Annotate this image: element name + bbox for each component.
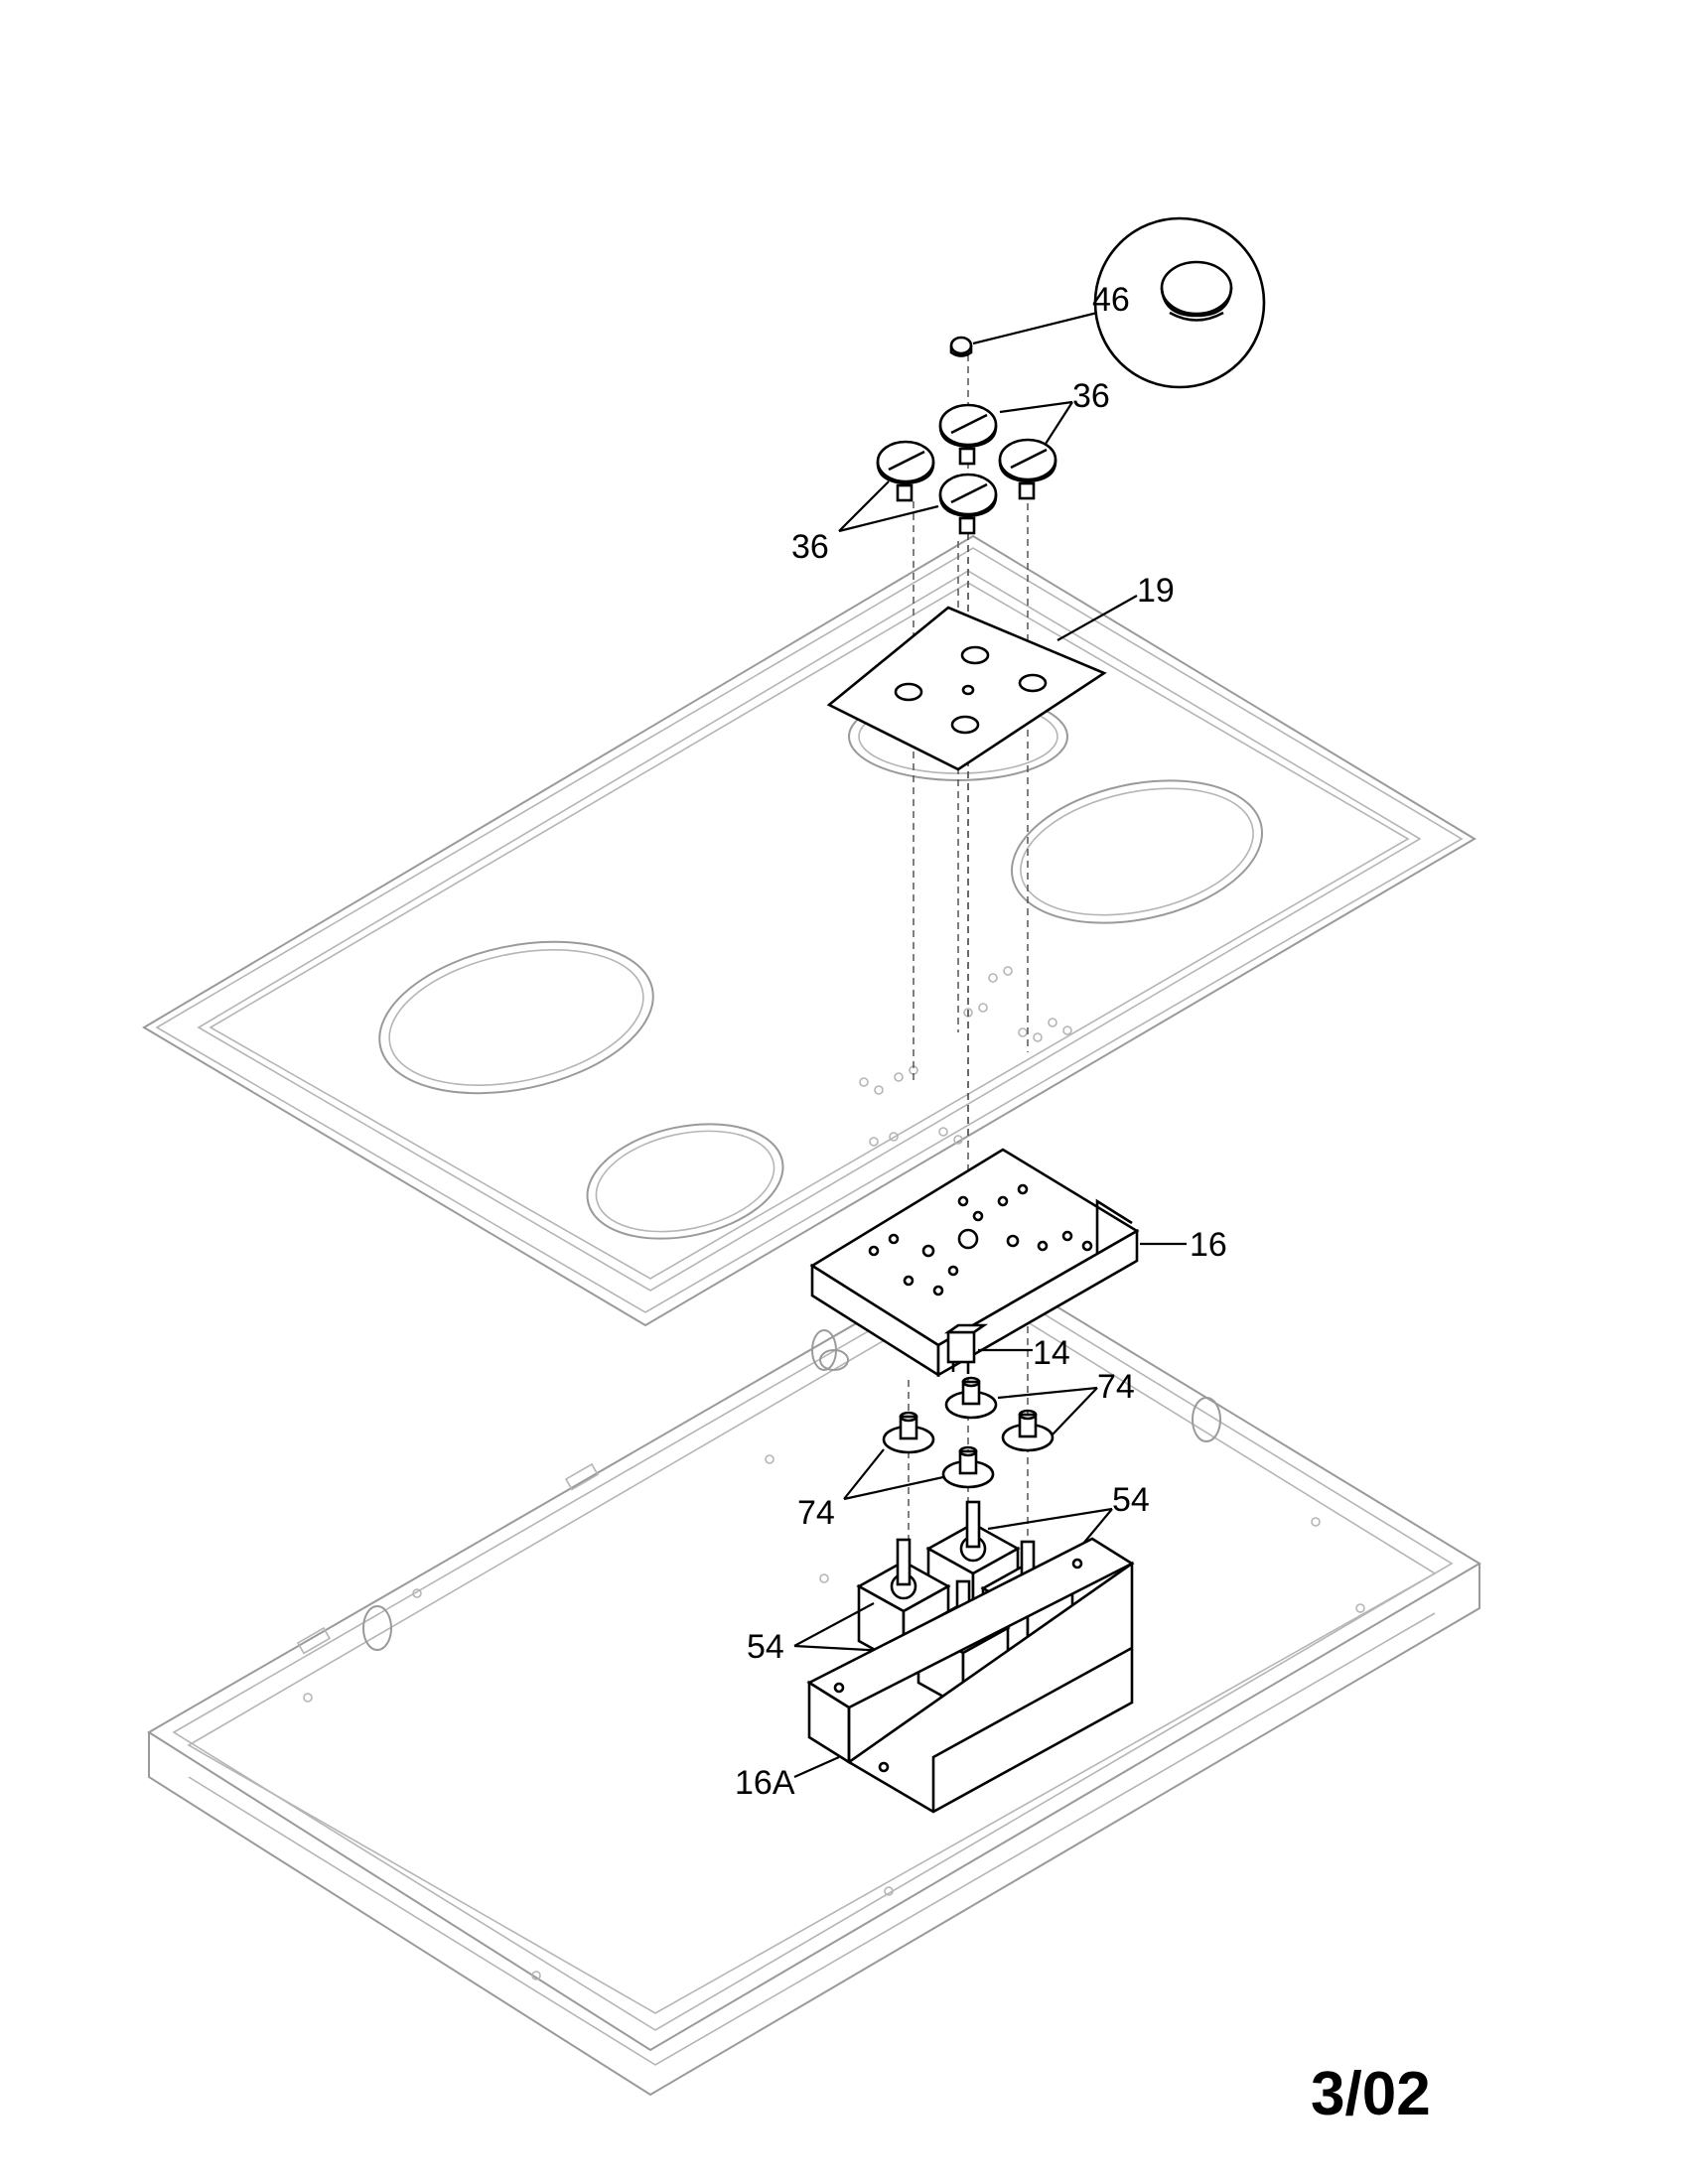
part-16A-lower-bracket: 16A bbox=[735, 1537, 1135, 1814]
callout-36-upper: 36 bbox=[1072, 377, 1110, 415]
alignment-lines bbox=[908, 342, 1029, 1608]
callout-14: 14 bbox=[1033, 1334, 1070, 1372]
part-14-switch: 14 bbox=[943, 1323, 1070, 1374]
control-symbol-marks bbox=[859, 966, 1072, 1147]
burner-ring-right bbox=[1011, 779, 1263, 924]
part-46-cap: 46 bbox=[949, 216, 1266, 389]
callout-46: 46 bbox=[1092, 281, 1130, 319]
part-19-gasket-plate: 19 bbox=[826, 572, 1175, 771]
bushing-4 bbox=[941, 1445, 995, 1489]
knob-left bbox=[876, 440, 935, 502]
part-74-bushings: 74 74 bbox=[797, 1368, 1135, 1532]
callout-16A: 16A bbox=[735, 1764, 795, 1802]
bushing-3 bbox=[882, 1411, 935, 1454]
callout-36-lower: 36 bbox=[791, 528, 829, 566]
bushing-1 bbox=[944, 1376, 998, 1420]
burner-ring-left-rear bbox=[378, 940, 654, 1095]
callout-16: 16 bbox=[1190, 1226, 1227, 1264]
callout-74-lower: 74 bbox=[797, 1494, 835, 1532]
callout-54-upper: 54 bbox=[1112, 1481, 1150, 1519]
callout-74-upper: 74 bbox=[1097, 1368, 1135, 1406]
bracket-holes bbox=[868, 1183, 1093, 1297]
cooktop-glass-top bbox=[142, 534, 1477, 1327]
callout-54-lower: 54 bbox=[747, 1628, 784, 1666]
knob-front bbox=[938, 473, 998, 535]
part-36-control-knobs: 36 36 bbox=[791, 377, 1110, 566]
burner-ring-left-front bbox=[586, 1123, 784, 1240]
bushing-2 bbox=[1001, 1409, 1055, 1452]
cooktop-base-pan bbox=[147, 1254, 1481, 2097]
date-stamp: 3/02 bbox=[1311, 2060, 1431, 2128]
knob-rear bbox=[938, 403, 998, 466]
callout-19: 19 bbox=[1137, 572, 1175, 610]
part-16-control-bracket: 16 bbox=[809, 1148, 1227, 1378]
knob-right bbox=[998, 438, 1057, 500]
